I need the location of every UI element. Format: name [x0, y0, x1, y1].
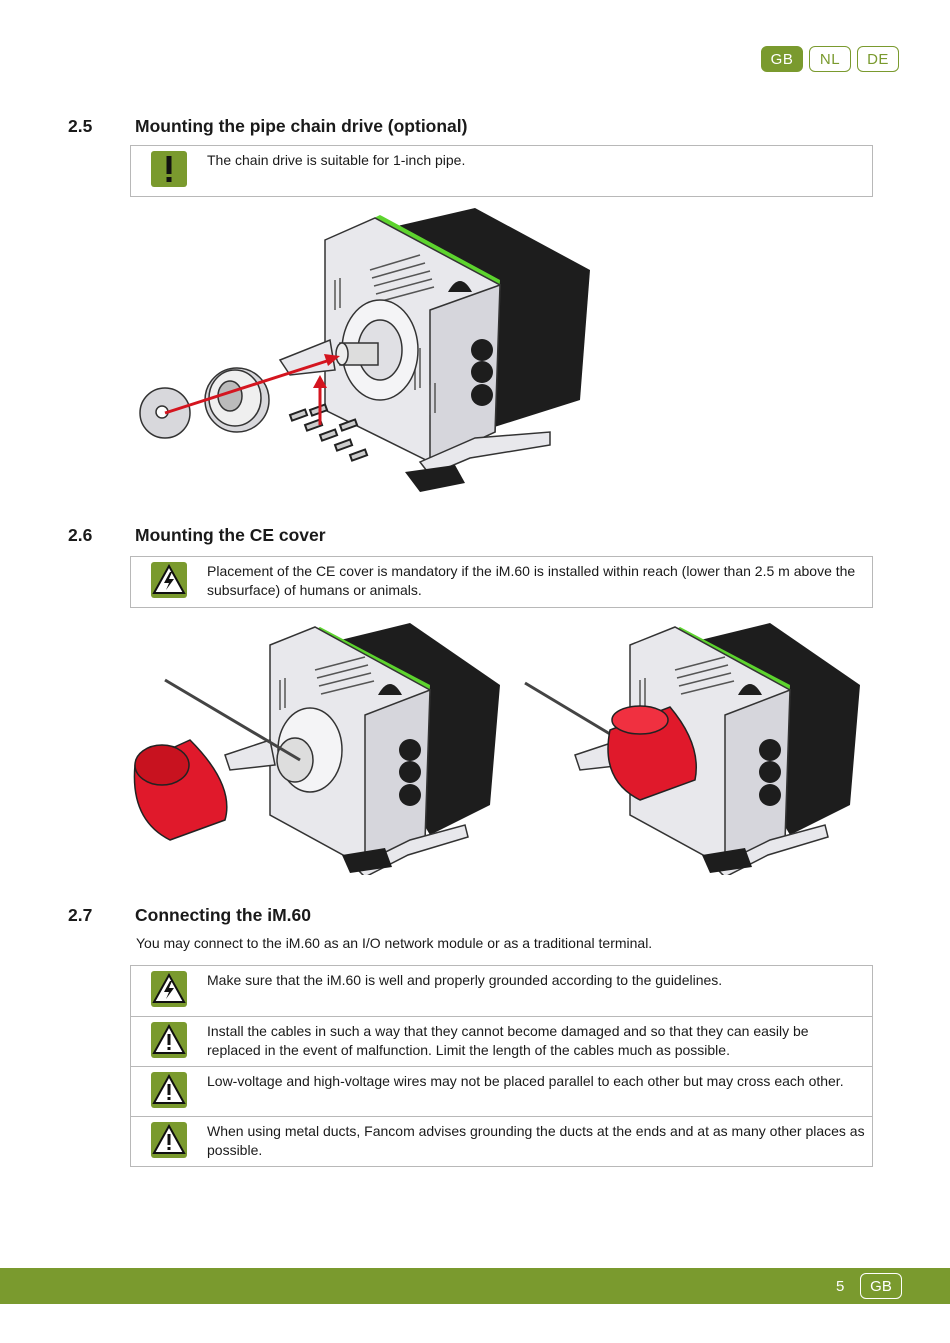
footer-bar	[0, 1268, 950, 1304]
note-text: Install the cables in such a way that th…	[207, 1023, 809, 1058]
note-text: When using metal ducts, Fancom advises g…	[207, 1123, 865, 1158]
note-icon-cell	[131, 1117, 207, 1166]
note-icon-cell	[131, 966, 207, 1016]
exclamation-icon	[151, 151, 187, 187]
section-title: Mounting the pipe chain drive (optional)	[135, 116, 468, 136]
note-row: Low-voltage and high-voltage wires may n…	[131, 1066, 872, 1116]
note-box: Placement of the CE cover is mandatory i…	[130, 556, 873, 608]
note-text: The chain drive is suitable for 1-inch p…	[207, 152, 466, 168]
note-icon-cell	[131, 557, 207, 607]
electric-hazard-icon	[151, 971, 187, 1007]
language-tabs: GB NL DE	[761, 46, 899, 72]
section-heading-2-6: 2.6 Mounting the CE cover	[68, 525, 326, 546]
language-tab-de[interactable]: DE	[857, 46, 899, 72]
warning-icon	[151, 1072, 187, 1108]
note-text: Make sure that the iM.60 is well and pro…	[207, 972, 723, 988]
note-row: Install the cables in such a way that th…	[131, 1016, 872, 1066]
ce-cover-illustration	[133, 623, 860, 875]
page-number: 5	[836, 1278, 845, 1295]
section-intro-text: You may connect to the iM.60 as an I/O n…	[136, 935, 653, 951]
note-text: Low-voltage and high-voltage wires may n…	[207, 1073, 844, 1089]
warning-icon	[151, 1022, 187, 1058]
ce-cover-left-view	[133, 623, 500, 875]
note-icon-cell	[131, 146, 207, 196]
section-number: 2.6	[68, 525, 93, 545]
ce-cover-right-view	[524, 623, 860, 875]
section-heading-2-7: 2.7 Connecting the iM.60	[68, 905, 311, 926]
section-title: Connecting the iM.60	[135, 905, 311, 925]
footer-language-tab[interactable]: GB	[860, 1273, 902, 1299]
warning-icon	[151, 1122, 187, 1158]
note-icon-cell	[131, 1067, 207, 1116]
note-icon-cell	[131, 1017, 207, 1066]
section-heading-2-5: 2.5 Mounting the pipe chain drive (optio…	[68, 116, 467, 137]
section-title: Mounting the CE cover	[135, 525, 326, 545]
note-stack: Make sure that the iM.60 is well and pro…	[130, 965, 873, 1167]
note-box: The chain drive is suitable for 1-inch p…	[130, 145, 873, 197]
electric-hazard-icon	[151, 562, 187, 598]
language-tab-gb[interactable]: GB	[761, 46, 803, 72]
language-tab-nl[interactable]: NL	[809, 46, 851, 72]
note-row: When using metal ducts, Fancom advises g…	[131, 1116, 872, 1166]
section-number: 2.5	[68, 116, 93, 136]
chain-drive-illustration	[139, 208, 590, 492]
note-row: Make sure that the iM.60 is well and pro…	[131, 966, 872, 1016]
note-text: Placement of the CE cover is mandatory i…	[207, 563, 856, 598]
section-number: 2.7	[68, 905, 93, 925]
